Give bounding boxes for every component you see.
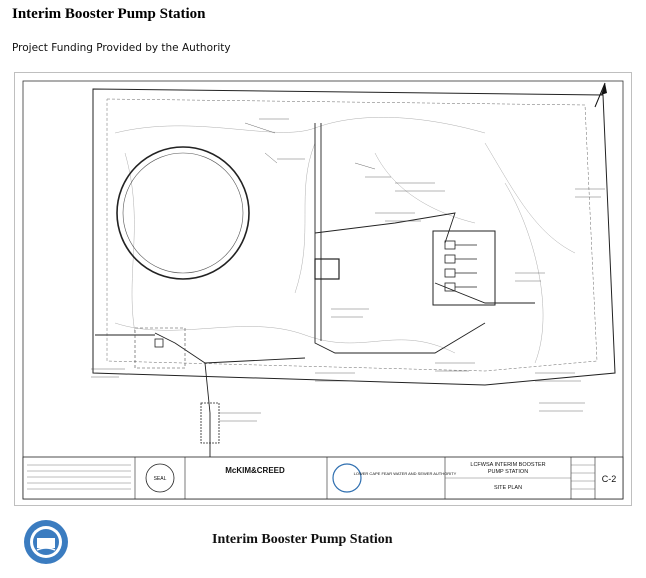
valve-vault-area [134,327,186,369]
sheet-number: C-2 [602,474,617,484]
project-name-2: PUMP STATION [488,469,528,475]
fence-line [106,98,598,372]
meter-vault [200,402,220,444]
callout-notes [91,118,605,422]
equipment-pad [432,230,496,306]
sheet-name: SITE PLAN [494,485,522,491]
firm-name: McKIM&CREED [225,466,285,475]
north-arrow-icon [594,82,607,108]
title-block: SEAL McKIM&CREED LOWER CAPE FEAR WATER A… [22,456,624,500]
project-name-1: LCFWSA INTERIM BOOSTER [470,462,545,468]
footer-caption: Interim Booster Pump Station [212,532,393,547]
pipe-lines [95,123,535,473]
pump-units [444,240,477,292]
page-subtitle: Project Funding Provided by the Authorit… [12,42,231,54]
storage-tank [116,146,250,280]
authority-seal-icon [24,520,68,564]
site-plan-drawing: SEAL McKIM&CREED LOWER CAPE FEAR WATER A… [14,72,632,506]
authority-logo-icon [332,463,362,493]
valve-vault [154,338,164,348]
engineer-seal-icon [145,463,175,493]
engineer-seal-label: SEAL [154,476,167,482]
contour-lines [114,117,576,364]
storage-tank-inner [122,152,244,274]
site-plan-svg: SEAL McKIM&CREED LOWER CAPE FEAR WATER A… [22,80,624,500]
page-title: Interim Booster Pump Station [12,6,206,22]
property-boundary [92,88,616,386]
booster-building [314,258,340,280]
drawing-border [22,80,624,500]
authority-name: LOWER CAPE FEAR WATER AND SEWER AUTHORIT… [354,471,457,476]
